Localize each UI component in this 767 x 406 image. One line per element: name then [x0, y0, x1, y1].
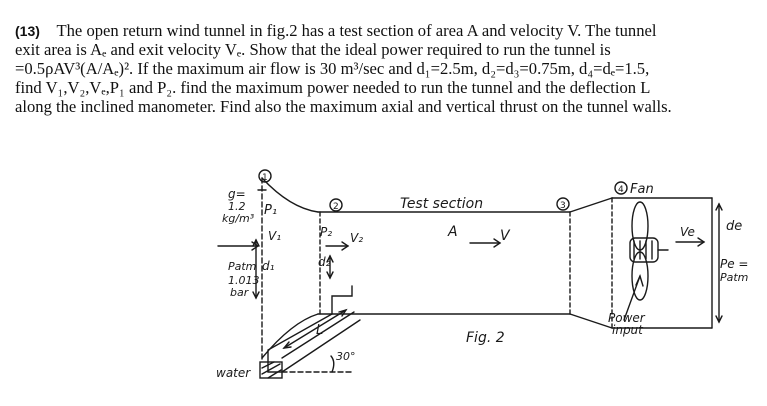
- station-2-label: 2: [333, 202, 339, 212]
- water-reservoir: [259, 361, 283, 379]
- patm-unit: bar: [230, 286, 250, 299]
- station-3-marker: [556, 197, 570, 211]
- velocity-v-label: V: [500, 228, 511, 244]
- patm-value: 1.013: [228, 274, 260, 287]
- pe-label: Pe =: [720, 257, 749, 271]
- question-number: (13): [15, 23, 40, 39]
- p2-label: P₂: [320, 225, 332, 239]
- p1-label: P₁: [264, 203, 277, 218]
- station-2-marker: [329, 198, 343, 212]
- de-label: de: [726, 219, 742, 234]
- manometer-tube: [267, 313, 361, 373]
- angle-30-arc: [330, 355, 335, 373]
- test-section-label: Test section: [400, 196, 483, 212]
- d2-label: d₂: [318, 255, 331, 269]
- problem-line-1: (13) The open return wind tunnel in fig.…: [15, 21, 657, 41]
- problem-line-4: find V₁,V₂,Vₑ,P₁ and P₂. find the maximu…: [15, 78, 651, 97]
- diffuser-top: [569, 197, 613, 213]
- station-1-label: 1: [262, 173, 268, 183]
- nozzle-upper-wall: [261, 177, 319, 213]
- figure-caption: Fig. 2: [466, 330, 505, 346]
- station-3-label: 3: [560, 201, 566, 211]
- station-1-marker: [258, 169, 272, 183]
- angle-label: 30°: [336, 350, 356, 363]
- fan-label: Fan: [630, 182, 654, 197]
- problem-line-2: exit area is Aₑ and exit velocity Vₑ. Sh…: [15, 40, 611, 59]
- deflection-L-dimension: [283, 309, 347, 349]
- v2-label: V₂: [350, 231, 363, 245]
- problem-line-5: along the inclined manometer. Find also …: [15, 97, 672, 116]
- pe-patm-label: Patm: [720, 271, 748, 284]
- ve-label: Ve: [680, 225, 695, 239]
- power-label: Power: [608, 311, 646, 325]
- v1-label: V₁: [268, 229, 281, 243]
- problem-line-3: =0.5ρAV³(A/Aₑ)². If the maximum air flow…: [15, 59, 650, 78]
- nozzle-lower-wall: [261, 313, 319, 359]
- diffuser-bottom: [569, 313, 613, 329]
- station-4-marker: [614, 181, 628, 195]
- density-value: 1.2: [228, 200, 246, 213]
- manometer-inclined-leg: [281, 311, 355, 359]
- patm-label: Patm: [228, 260, 256, 273]
- water-label: water: [216, 366, 251, 380]
- station-4-label: 4: [618, 185, 624, 195]
- problem-line-1-text: The open return wind tunnel in fig.2 has…: [56, 21, 657, 40]
- d1-label: d₁: [262, 259, 275, 273]
- density-symbol: g=: [228, 187, 246, 201]
- density-unit: kg/m³: [222, 212, 255, 225]
- pressure-tap-tube: [331, 285, 353, 315]
- deflection-L-label: L: [316, 323, 323, 338]
- area-a-label: A: [447, 224, 458, 240]
- input-label: input: [612, 323, 644, 337]
